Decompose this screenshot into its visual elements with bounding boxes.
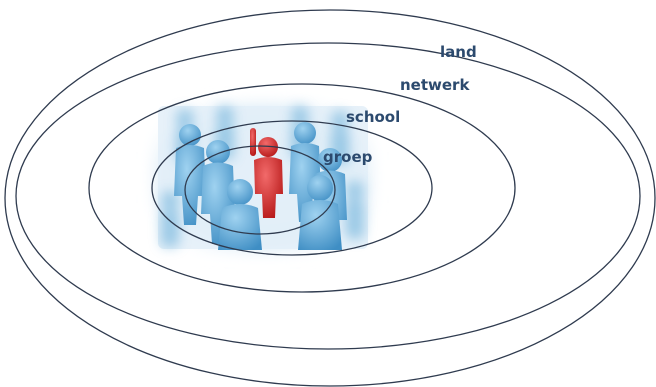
label-school: school [346,108,400,126]
ring-school [88,83,516,293]
ring-groep-inner [184,145,336,235]
crowd-figure [201,140,235,244]
crowd-figure [298,175,342,250]
crowd-figure [289,122,321,222]
ring-groep-outer [151,120,433,256]
crowd-picture [150,100,375,255]
label-land: land [440,43,477,61]
raised-hand-figure [250,128,283,218]
ring-netwerk [15,42,641,350]
label-netwerk: netwerk [400,76,470,94]
ring-land [4,9,656,387]
crowd-figure [218,179,262,250]
label-groep: groep [323,148,373,166]
